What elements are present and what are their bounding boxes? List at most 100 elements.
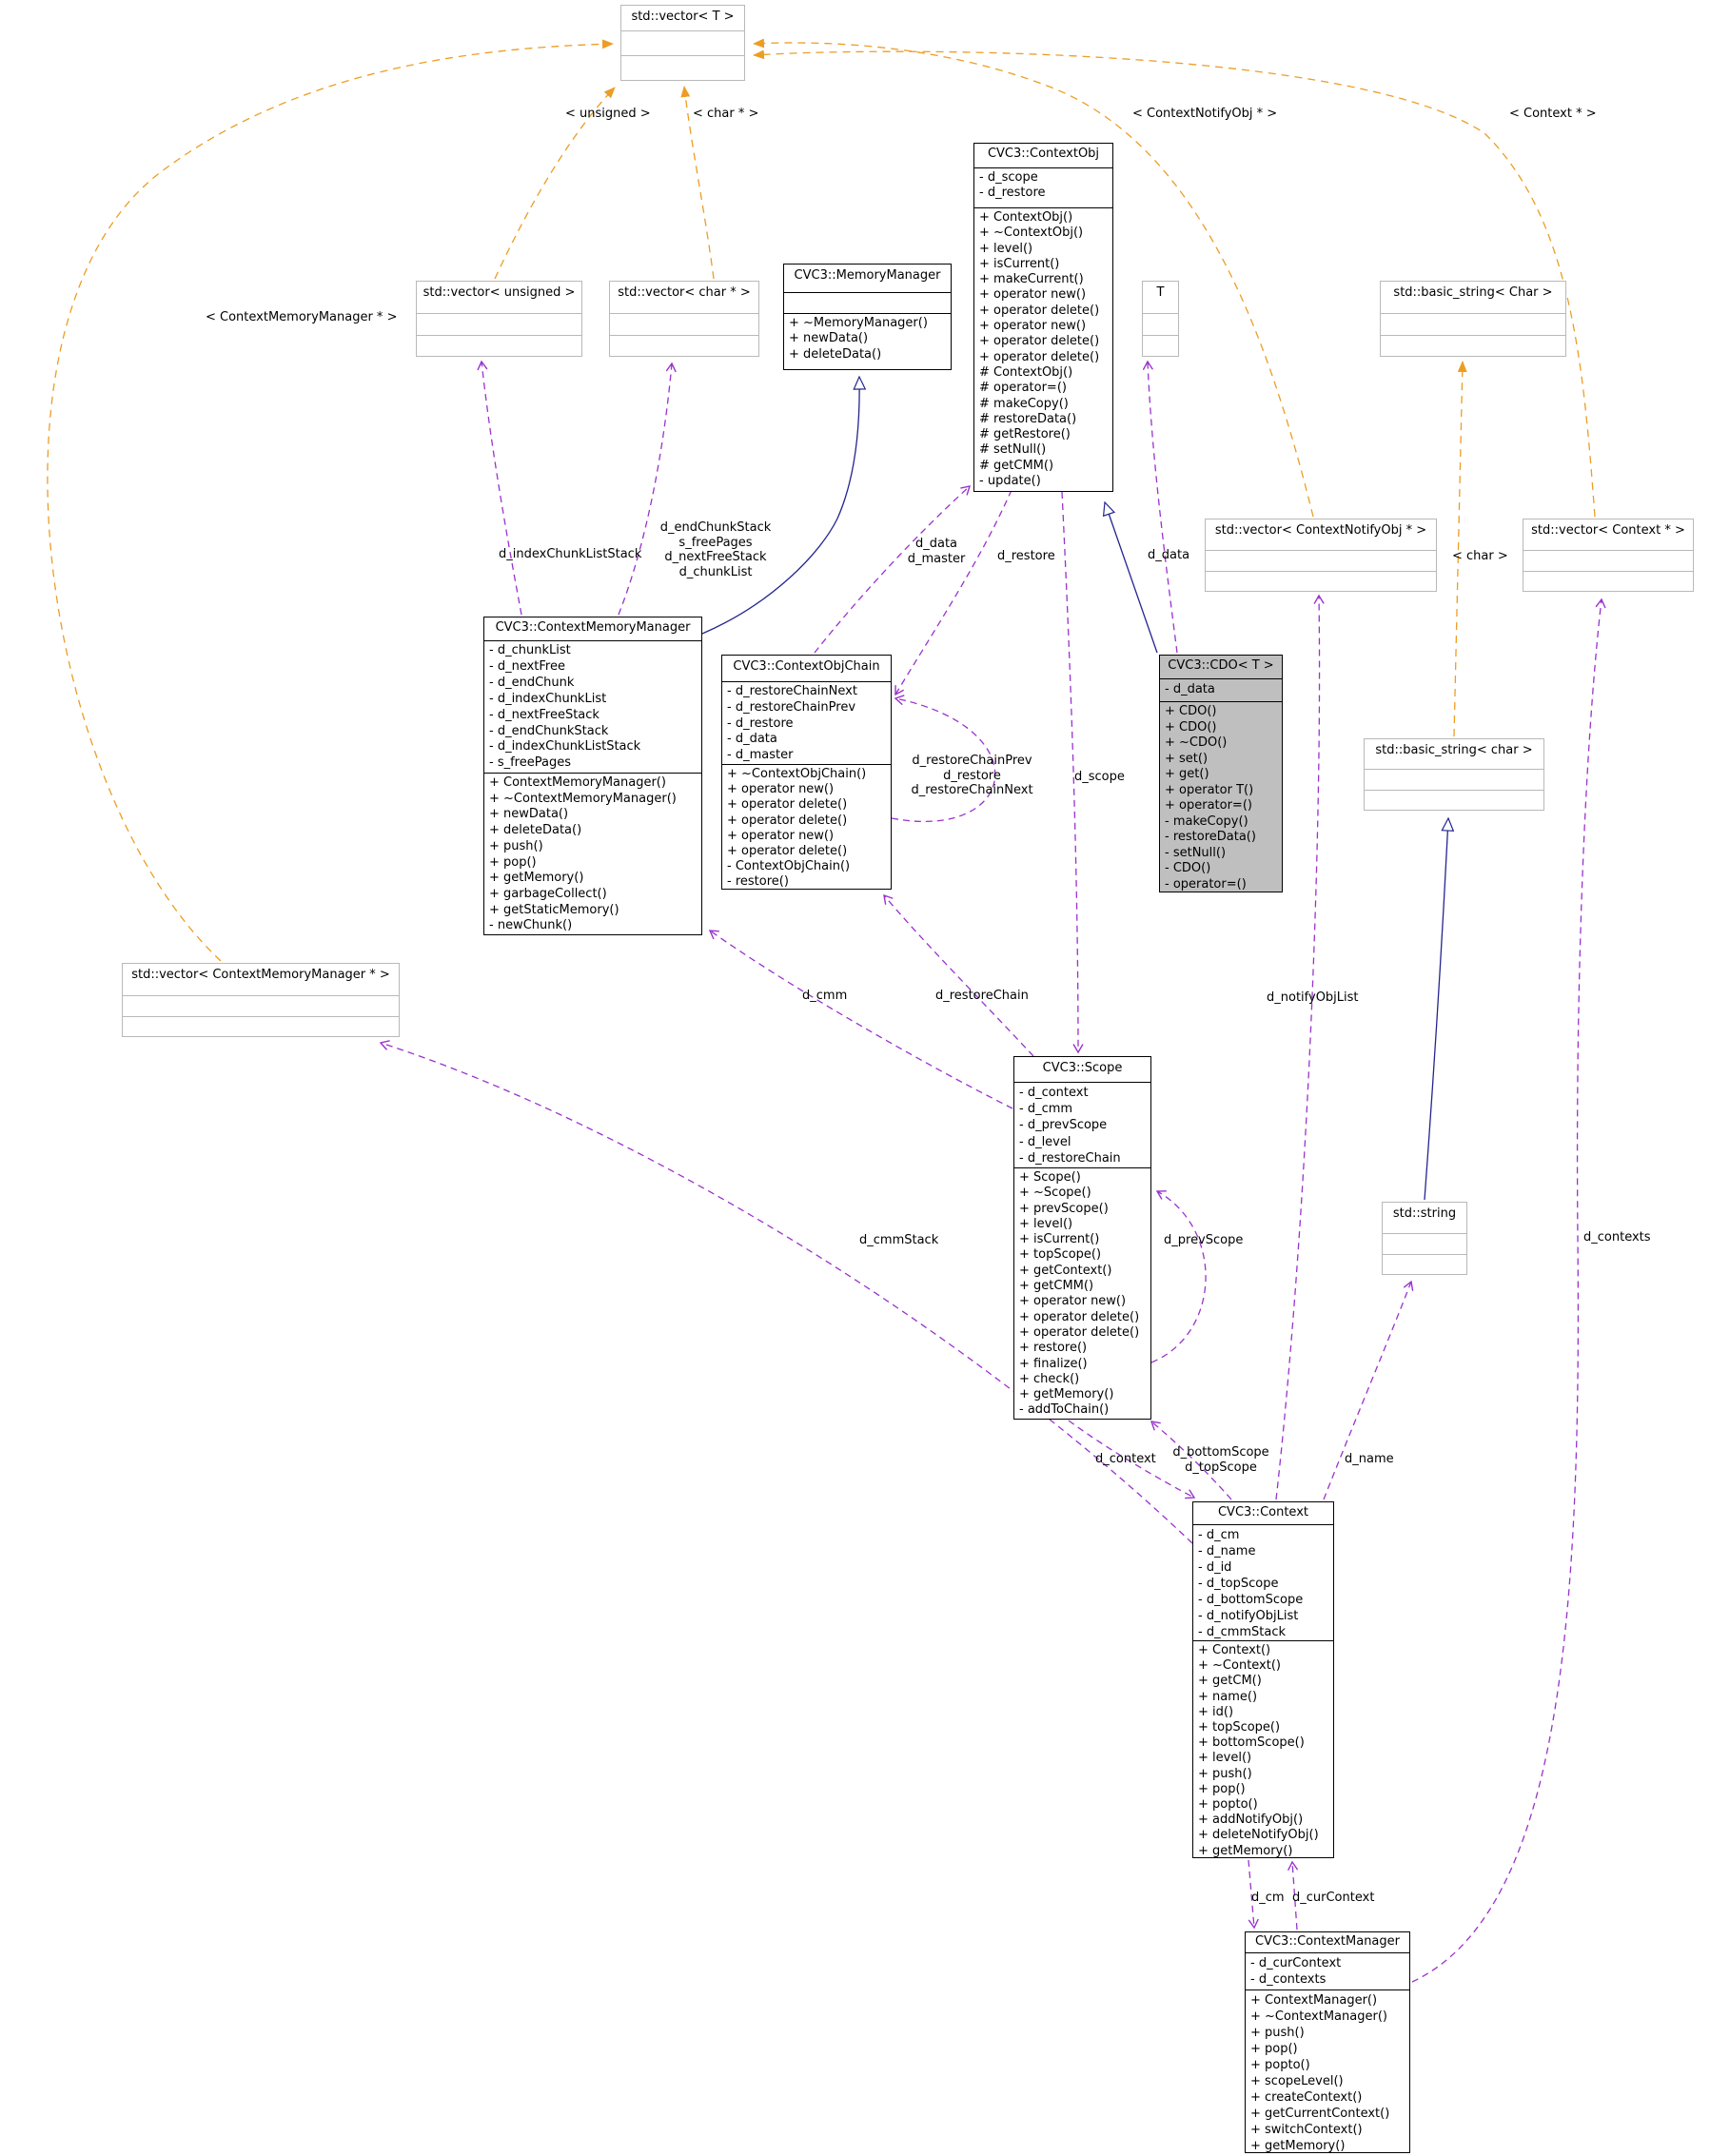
member-line: # restoreData() <box>979 411 1077 426</box>
member-line: - d_master <box>727 748 794 763</box>
member-line: - d_indexChunkList <box>489 691 607 706</box>
member-line: - d_endChunk <box>489 675 575 690</box>
member-line: # setNull() <box>979 442 1047 458</box>
edge-label-template-contextmemorymanager-ptr: < ContextMemoryManager * > <box>206 310 398 324</box>
class-title: T <box>1143 282 1178 314</box>
edge-label-d-curcontext: d_curContext <box>1292 1891 1375 1905</box>
class-title: CVC3::ContextMemoryManager <box>484 617 701 641</box>
edge-label-d-notifyobjlist: d_notifyObjList <box>1267 990 1359 1005</box>
class-box-scope[interactable]: CVC3::Scope - d_context- d_cmm- d_prevSc… <box>1013 1056 1151 1420</box>
member-line: + operator new() <box>727 828 835 843</box>
class-box-std-vector-T[interactable]: std::vector< T > <box>620 5 745 81</box>
member-line: + check() <box>1019 1371 1080 1386</box>
class-attributes: - d_curContext- d_contexts <box>1246 1953 1409 1990</box>
member-line: - d_name <box>1198 1544 1256 1558</box>
class-title: std::basic_string< Char > <box>1381 282 1565 314</box>
class-box-std-vector-char-ptr[interactable]: std::vector< char * > <box>609 281 759 357</box>
class-title: std::vector< T > <box>621 6 744 31</box>
member-line: # operator=() <box>979 381 1067 396</box>
class-box-cdo[interactable]: CVC3::CDO< T > - d_data + CDO()+ CDO()+ … <box>1159 655 1283 892</box>
class-box-std-basic-string-char[interactable]: std::basic_string< char > <box>1364 738 1544 811</box>
class-box-std-string[interactable]: std::string <box>1382 1202 1467 1275</box>
member-line: - d_indexChunkListStack <box>489 739 641 755</box>
class-box-contextmemorymanager[interactable]: CVC3::ContextMemoryManager - d_chunkList… <box>483 617 702 935</box>
class-methods: + Context()+ ~Context()+ getCM()+ name()… <box>1193 1641 1333 1857</box>
member-line: + operator new() <box>727 782 835 797</box>
member-line: + addNotifyObj() <box>1198 1813 1304 1828</box>
edge-label-template-unsigned: < unsigned > <box>565 107 651 121</box>
member-line: + level() <box>979 241 1033 256</box>
class-box-memorymanager[interactable]: CVC3::MemoryManager + ~MemoryManager()+ … <box>783 264 952 370</box>
member-line: + deleteNotifyObj() <box>1198 1828 1319 1843</box>
member-line: + Scope() <box>1019 1170 1081 1185</box>
class-box-std-basic-string-Char[interactable]: std::basic_string< Char > <box>1380 281 1566 357</box>
class-box-contextmanager[interactable]: CVC3::ContextManager - d_curContext- d_c… <box>1245 1931 1410 2153</box>
member-line: + operator new() <box>979 287 1087 303</box>
member-line: - operator=() <box>1165 876 1247 892</box>
member-line: + ContextManager() <box>1250 1993 1378 2008</box>
class-box-std-vector-unsigned[interactable]: std::vector< unsigned > <box>416 281 582 357</box>
member-line: + ~ContextManager() <box>1250 2009 1387 2024</box>
member-line: + getCurrentContext() <box>1250 2107 1390 2121</box>
class-title: CVC3::ContextManager <box>1246 1932 1409 1953</box>
member-line: + operator delete() <box>727 813 848 828</box>
member-line: - d_level <box>1019 1134 1071 1149</box>
member-line: d_data <box>914 537 958 551</box>
member-line: + level() <box>1198 1751 1252 1766</box>
class-attributes: - d_restoreChainNext- d_restoreChainPrev… <box>722 682 891 765</box>
member-line: - restore() <box>727 874 789 890</box>
edge-label-d-context: d_context <box>1095 1452 1156 1466</box>
edge-label-d-cmm: d_cmm <box>802 989 848 1003</box>
member-line: + get() <box>1165 767 1209 781</box>
class-box-contextobj[interactable]: CVC3::ContextObj - d_scope- d_restore + … <box>973 143 1113 492</box>
member-line: + getCM() <box>1198 1674 1262 1689</box>
member-line: - d_data <box>727 732 777 747</box>
member-line: - ContextObjChain() <box>727 859 851 874</box>
edge-label-d-prevscope: d_prevScope <box>1164 1233 1244 1247</box>
class-methods: + ContextObj()+ ~ContextObj()+ level()+ … <box>974 208 1112 491</box>
member-line: + id() <box>1198 1704 1234 1719</box>
member-line: + ~ContextMemoryManager() <box>489 791 677 806</box>
member-line: + switchContext() <box>1250 2123 1363 2137</box>
member-line: + operator delete() <box>727 844 848 859</box>
member-line: - s_freePages <box>489 755 571 771</box>
class-title: CVC3::ContextObjChain <box>722 656 891 682</box>
member-line: + restore() <box>1019 1341 1088 1356</box>
member-line: - makeCopy() <box>1165 813 1248 829</box>
class-box-context[interactable]: CVC3::Context - d_cm- d_name- d_id- d_to… <box>1192 1501 1334 1858</box>
member-line: - d_restoreChainPrev <box>727 699 856 715</box>
member-line: + makeCurrent() <box>979 272 1084 287</box>
edge-label-d-restorechain: d_restoreChain <box>935 989 1029 1003</box>
member-line: + CDO() <box>1165 719 1217 735</box>
edge-label-d-cmmstack: d_cmmStack <box>859 1233 939 1247</box>
edge-label-d-scope: d_scope <box>1074 770 1125 784</box>
member-line: + ~ContextObjChain() <box>727 767 867 781</box>
member-line: + level() <box>1019 1216 1073 1231</box>
class-box-std-vector-contextmemorymanager-ptr[interactable]: std::vector< ContextMemoryManager * > <box>122 963 400 1037</box>
member-line: + getMemory() <box>1019 1387 1114 1402</box>
member-line: + newData() <box>489 807 569 822</box>
member-line: + getStaticMemory() <box>489 902 619 917</box>
class-box-T-parameter[interactable]: T <box>1142 281 1179 357</box>
member-line: + finalize() <box>1019 1356 1088 1371</box>
member-line: s_freePages <box>678 535 753 550</box>
member-line: - d_nextFree <box>489 658 565 674</box>
member-line: - newChunk() <box>489 918 573 933</box>
class-methods: + ContextManager()+ ~ContextManager()+ p… <box>1246 1990 1409 2152</box>
member-line: + getMemory() <box>489 871 584 886</box>
class-box-contextobjchain[interactable]: CVC3::ContextObjChain - d_restoreChainNe… <box>721 655 892 890</box>
class-title: CVC3::Scope <box>1014 1057 1150 1083</box>
class-box-std-vector-contextnotifyobj-ptr[interactable]: std::vector< ContextNotifyObj * > <box>1205 519 1437 592</box>
member-line: # getCMM() <box>979 458 1054 473</box>
edge-label-d-indexchunkliststack: d_indexChunkListStack <box>499 547 642 561</box>
edge-label-d-data: d_data <box>1148 548 1190 562</box>
member-line: - d_cmm <box>1019 1102 1073 1117</box>
member-line: + operator delete() <box>979 349 1100 364</box>
member-line: + Context() <box>1198 1643 1271 1657</box>
class-box-std-vector-context-ptr[interactable]: std::vector< Context * > <box>1523 519 1694 592</box>
class-methods: + ContextMemoryManager()+ ~ContextMemory… <box>484 774 701 934</box>
edge-label-d-restore: d_restore <box>997 549 1055 563</box>
member-line: - d_curContext <box>1250 1956 1342 1970</box>
